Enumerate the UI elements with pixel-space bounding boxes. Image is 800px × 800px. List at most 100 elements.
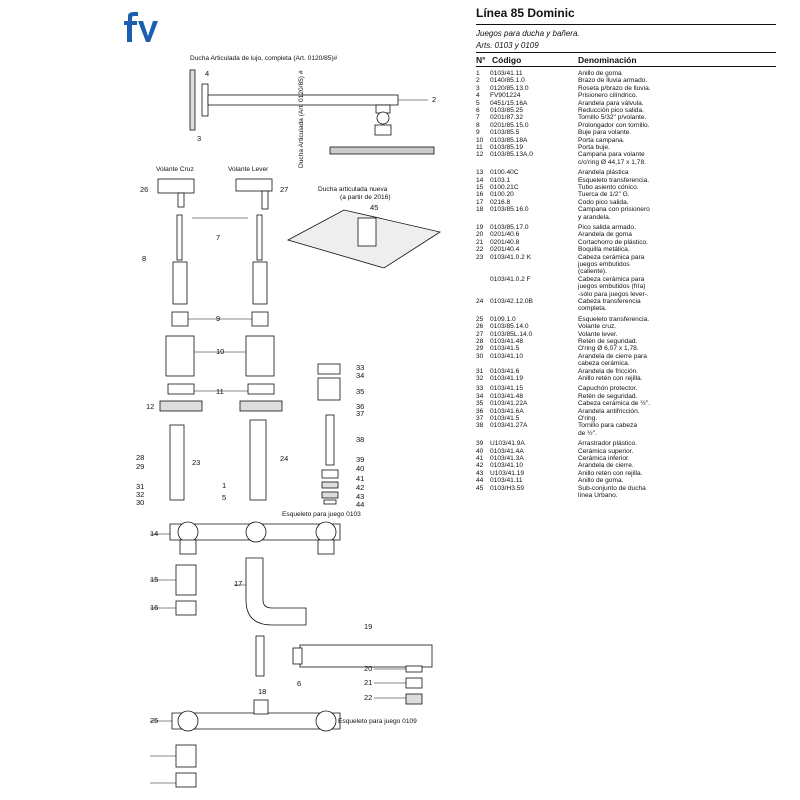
part-code: 0120/85.13.0 — [490, 84, 529, 92]
screw-right — [256, 214, 263, 261]
skeleton-0103-center-port — [245, 521, 267, 543]
part-code: 0103/41.5 — [490, 415, 520, 422]
part-number: 6 — [476, 107, 480, 114]
part-description: Campana para volante — [578, 151, 645, 159]
part-code: 0103/41.6 — [490, 367, 520, 375]
callout-44: 44 — [356, 500, 365, 509]
part-code: 0103/41.6A — [490, 407, 524, 415]
part-number: 45 — [476, 484, 484, 492]
skeleton-0103-right-leg — [317, 539, 335, 555]
part-description: de ½". — [578, 429, 597, 437]
ceramic-head-left — [169, 424, 185, 501]
part-description: Arandela de cierre para — [578, 352, 647, 360]
part-code: 0103/85.5 — [490, 129, 520, 137]
skeleton-0103-right-port — [315, 521, 337, 543]
part-number: 32 — [476, 375, 484, 382]
callout-11: 11 — [216, 387, 224, 396]
callout-33: 33 — [356, 363, 365, 372]
part-description: línea Urbano. — [578, 492, 618, 499]
part-description: Arandela para válvula. — [578, 99, 644, 107]
part-number: 25 — [476, 315, 484, 323]
part-code: 0103/41.48 — [490, 392, 524, 400]
part-number: 35 — [476, 400, 484, 408]
part-description: Cabeza cerámica para — [578, 253, 645, 261]
part-description: Arandela de fricción. — [578, 367, 639, 375]
spout-bell — [255, 635, 265, 677]
callout-1: 1 — [222, 481, 227, 490]
part-description: Brazo de lluvia armado. — [578, 77, 648, 85]
spout-elbow — [245, 557, 307, 626]
skeleton-0109-right-port — [315, 710, 337, 732]
callout-3: 3 — [197, 134, 202, 143]
part-code: 0103.1 — [490, 176, 511, 184]
part-code: 0103/85.25 — [490, 107, 524, 114]
part-code: 0103/42.12.0B — [490, 298, 533, 305]
part-description: Cortachorro de plástico. — [578, 238, 649, 246]
part-code: 0103/85.17.0 — [490, 224, 529, 231]
part-description: Arandela antifricción. — [578, 407, 640, 415]
parts-row: c/o'ring Ø 44,17 x 1,78. — [476, 159, 776, 168]
transfer-head — [249, 419, 267, 501]
callout-16: 16 — [150, 603, 159, 612]
new-shower-connector — [357, 217, 377, 247]
part-description: Porta campana. — [578, 136, 625, 144]
part-number: 43 — [476, 469, 484, 477]
callout-36: 36 — [356, 402, 365, 411]
part-number: 38 — [476, 422, 484, 430]
callout-21: 21 — [364, 678, 373, 687]
part-code: 0103/41.3A — [490, 455, 524, 462]
callout-9: 9 — [216, 314, 221, 323]
callout-6: 6 — [297, 679, 302, 688]
part-description: Cabeza transferencia — [578, 298, 641, 305]
part-number: 14 — [476, 176, 484, 184]
part-description: Roseta p/brazo de lluvia. — [578, 84, 651, 92]
part-description: (caliente). — [578, 268, 607, 276]
table-header-divider — [476, 66, 776, 67]
part-code: 0103/41.0.2 K — [490, 253, 532, 261]
callout-20: 20 — [364, 664, 373, 673]
part-description: juegos embutidos — [578, 261, 630, 268]
part-code: 0216.8 — [490, 198, 511, 206]
skeleton-0103-label: Esqueleto para juego 0103 — [282, 511, 361, 518]
part-code: U103/41.19 — [490, 469, 525, 477]
part-number: 16 — [476, 191, 484, 199]
part-description: Retén de seguridad. — [578, 338, 638, 345]
part-code: 0103/85.13A.0 — [490, 151, 533, 159]
part-number: 40 — [476, 447, 484, 455]
part-description: Anillo de goma. — [578, 477, 624, 485]
part-description: Cabeza cerámica para — [578, 275, 645, 283]
lever-handle-stem — [261, 190, 269, 210]
part-code: 0103/41.11 — [490, 70, 523, 77]
callout-43: 43 — [356, 492, 365, 501]
new-shower-label: Ducha articulada nueva — [318, 186, 388, 193]
part-description: Boquilla metálica. — [578, 246, 630, 254]
part-description: O'ring Ø 6,07 x 1,78. — [578, 345, 639, 353]
part-code: 0201/87.32 — [490, 114, 524, 122]
lever-handle — [235, 178, 273, 192]
callout-8: 8 — [142, 254, 147, 263]
callout-31: 31 — [136, 482, 145, 491]
part-number: 36 — [476, 407, 484, 415]
bell-holder-right — [245, 335, 275, 377]
part-description: Cerámica inferior. — [578, 455, 630, 462]
part-description: Arandela de cierre. — [578, 462, 634, 470]
sealing-washer — [323, 499, 337, 505]
conical-tube — [175, 564, 197, 596]
part-number: 41 — [476, 455, 484, 462]
